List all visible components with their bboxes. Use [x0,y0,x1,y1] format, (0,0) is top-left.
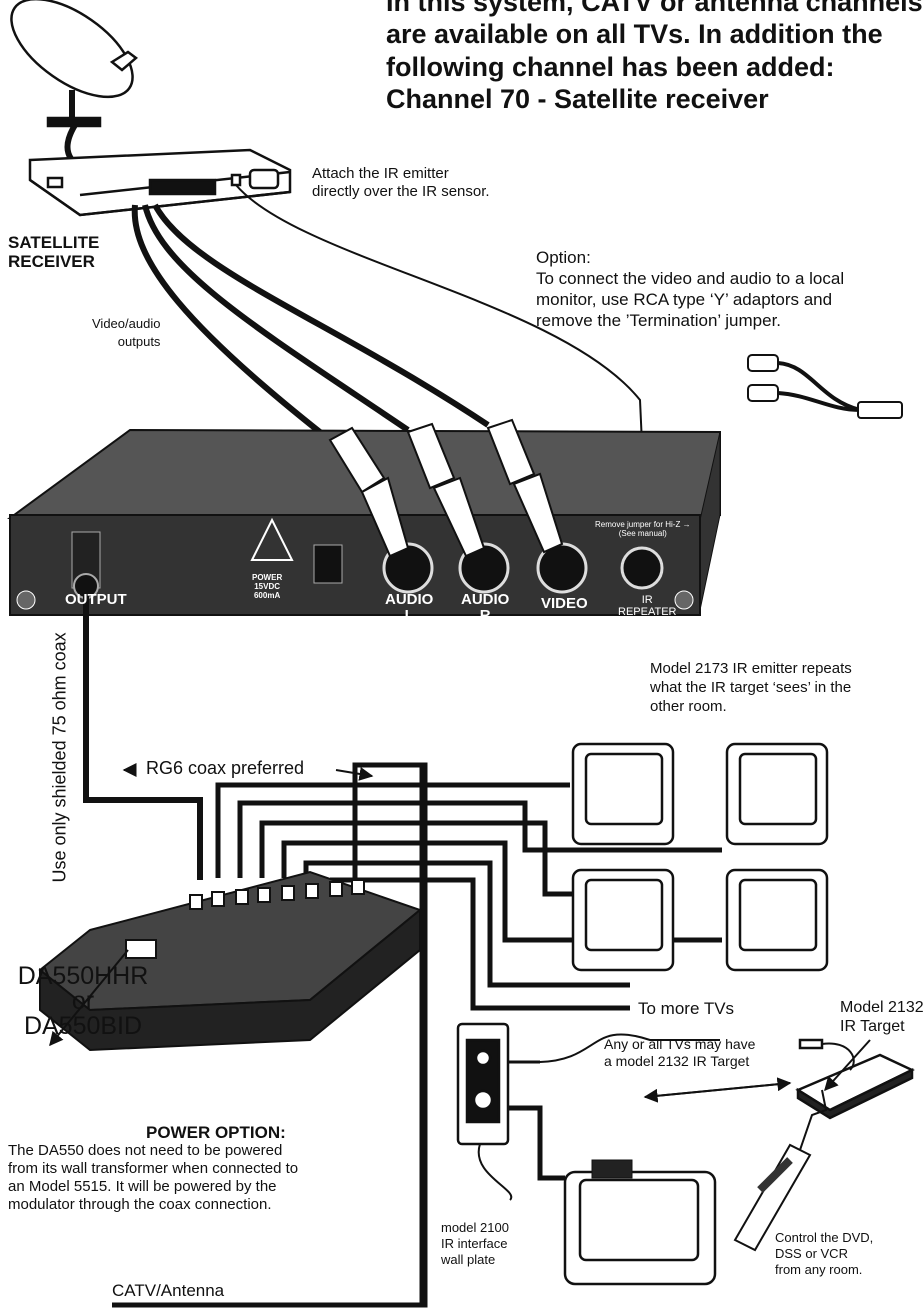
ir-emitter-cable [235,184,646,511]
any-tvs-note: Any or all TVs may have a model 2132 IR … [604,1036,756,1069]
power-option-note: POWER OPTION: The DA550 does not need to… [8,1123,299,1214]
video-audio-outputs-label: Video/audio outputs [92,316,161,349]
option-note: Option: To connect the video and audio t… [536,248,845,330]
heading-line-4: Channel 70 - Satellite receiver [386,84,769,114]
ir-repeater-label: IR REPEATER [618,594,677,618]
coax-vertical-label: Use only shielded 75 ohm coax [49,632,70,883]
rg6-label: RG6 coax preferred [146,758,305,778]
heading-line-3: following channel has been added: [386,52,835,82]
ir-emitter-note: Attach the IR emitter directly over the … [312,165,490,200]
satellite-dish-icon [10,0,138,128]
ir-emitter-repeat-note: Model 2173 IR emitter repeats what the I… [650,660,852,715]
hi-z-jumper-label: Remove jumper for Hi-Z → (See manual) [595,520,691,538]
heading-line-2: are available on all TVs. In addition th… [386,19,883,49]
video-label: VIDEO [541,595,588,612]
ir-target-icon [795,1038,915,1120]
av-cables [131,203,490,443]
control-note: Control the DVD, DSS or VCR from any roo… [775,1230,874,1277]
main-coax [83,588,203,880]
heading-line-1: In this system, CATV or antenna channels [386,0,923,17]
wall-plate-label: model 2100 IR interface wall plate [441,1220,509,1267]
wall-plate-icon [456,1022,510,1146]
catv-antenna-label: CATV/Antenna [112,1281,225,1300]
tv-icons [563,742,829,1286]
audio-l-label: AUDIO L [385,591,434,624]
output-label: OUTPUT [65,591,127,608]
remote-control-icon [733,1143,812,1252]
ir-target-label: Model 2132 IR Target [840,999,924,1035]
da550-model-label: DA550HHR or DA550BID [17,962,149,1040]
satellite-receiver-label: SATELLITE RECEIVER [8,233,100,271]
da550-amplifier-icon [38,870,423,1052]
more-tvs-label: To more TVs [638,999,735,1018]
satellite-receiver-icon [28,148,292,217]
y-adaptor-icon [747,354,903,419]
power-label: POWER 15VDC 600mA [252,573,283,600]
modulator-box [6,418,721,616]
audio-r-label: AUDIO R [461,591,510,624]
